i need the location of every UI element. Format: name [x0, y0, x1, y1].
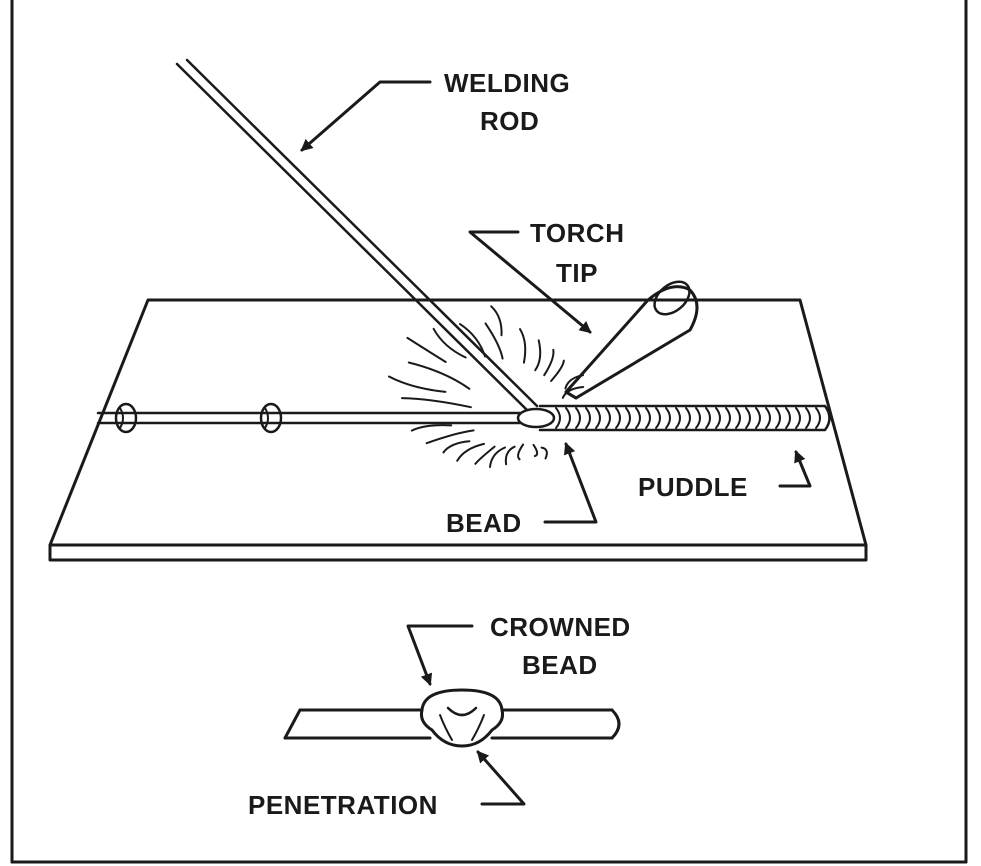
label-bead: BEAD: [446, 508, 522, 538]
spark-line: [407, 361, 471, 390]
tack-weld: [114, 402, 138, 434]
leader-torch-tip: [468, 230, 592, 334]
bead-ripple: [725, 407, 731, 429]
leader-puddle: [778, 450, 812, 488]
bead-ripple: [625, 407, 631, 429]
spark-line: [459, 323, 486, 358]
bead-ripple: [655, 407, 661, 429]
bead-ripple: [605, 407, 611, 429]
bead-ripple: [805, 407, 811, 429]
spark-line: [442, 440, 471, 454]
bead-ripple: [795, 407, 801, 429]
label-penetration: PENETRATION: [248, 790, 438, 820]
bead-ripple: [775, 407, 781, 429]
bead-ripple: [705, 407, 711, 429]
welding-rod: [175, 58, 539, 412]
bead-ripple: [635, 407, 641, 429]
bead-ripple: [555, 407, 561, 429]
bead-ripple: [595, 407, 601, 429]
metal-plate: [48, 298, 868, 562]
crowned-bead-section: [283, 688, 621, 748]
spark-line: [474, 445, 496, 465]
spark-line: [519, 328, 527, 364]
leader-bead: [543, 442, 598, 524]
label-torch-tip-line2: TIP: [556, 258, 598, 288]
spark-line: [484, 322, 504, 360]
bead-ripple: [745, 407, 751, 429]
weld-bead: [538, 404, 831, 432]
bead-ripple: [765, 407, 771, 429]
leader-penetration: [476, 750, 526, 806]
leader-welding-rod: [300, 80, 432, 152]
label-welding-rod-line2: ROD: [480, 106, 539, 136]
spark-line: [489, 446, 506, 468]
flame-sparks: [388, 305, 585, 468]
spark-line: [517, 443, 525, 461]
spark-line: [504, 445, 516, 466]
bead-ripple: [735, 407, 741, 429]
bead-ripple: [585, 407, 591, 429]
tack-weld: [259, 402, 283, 434]
spark-line: [561, 386, 585, 399]
bead-ripple: [785, 407, 791, 429]
joint-seam: [96, 411, 522, 425]
spark-line: [425, 429, 475, 445]
spark-line: [410, 424, 453, 432]
label-puddle: PUDDLE: [638, 472, 748, 502]
spark-line: [388, 375, 447, 393]
label-crowned-bead-line1: CROWNED: [490, 612, 631, 642]
torch-tip: [564, 280, 699, 400]
spark-line: [540, 446, 548, 460]
bead-ripple: [575, 407, 581, 429]
bead-ripple: [695, 407, 701, 429]
spark-line: [401, 397, 472, 409]
spark-line: [550, 359, 565, 382]
bead-ripple: [715, 407, 721, 429]
bead-ripple: [615, 407, 621, 429]
label-torch-tip-line1: TORCH: [530, 218, 624, 248]
label-welding-rod-line1: WELDING: [444, 68, 570, 98]
molten-puddle: [516, 407, 556, 429]
spark-line: [490, 305, 503, 337]
spark-line: [456, 442, 485, 462]
leader-crowned-bead: [406, 624, 474, 686]
bead-ripple: [755, 407, 761, 429]
bead-ripple: [675, 407, 681, 429]
bead-ripple: [685, 407, 691, 429]
bead-ripple: [565, 407, 571, 429]
spark-line: [564, 374, 584, 390]
bead-ripple: [665, 407, 671, 429]
spark-line: [532, 443, 539, 458]
spark-line: [432, 327, 467, 359]
spark-line: [534, 339, 542, 372]
label-crowned-bead-line2: BEAD: [522, 650, 598, 680]
bead-ripple: [645, 407, 651, 429]
spark-line: [406, 336, 447, 363]
spark-line: [543, 348, 555, 377]
bead-ripple: [815, 407, 821, 429]
